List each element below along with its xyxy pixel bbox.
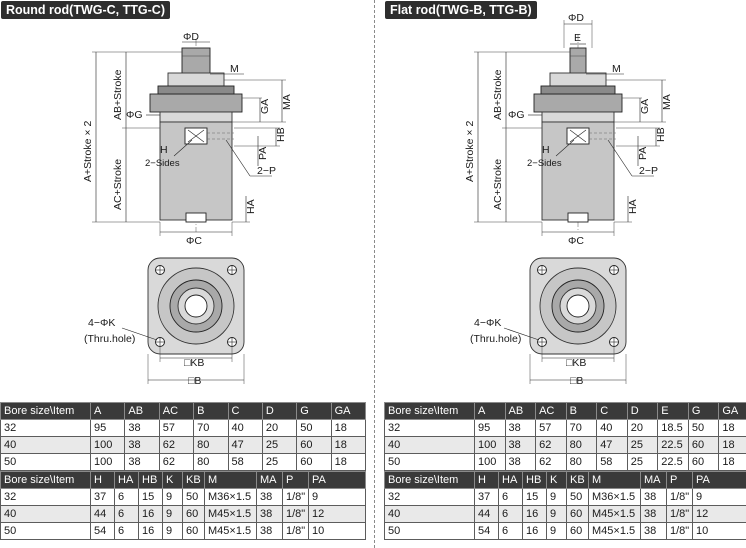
flat-rod-panel: Flat rod(TWG-B, TTG-B) — [384, 0, 746, 548]
label-ac-stroke: AC+Stroke — [492, 159, 504, 210]
table-row: 40 100 38 62 80 47 25 60 18 — [0, 436, 367, 454]
dimension-table-1: Bore size\Item A AB AC B C D G GA 32 95 … — [0, 402, 367, 471]
label-hb: HB — [655, 127, 667, 142]
label-phi-c: ΦC — [186, 235, 202, 247]
mount-flange — [149, 93, 243, 113]
dimension-table-2: Bore size\Item H HA HB K KB M MA P PA 32… — [0, 471, 366, 540]
label-two-p: 2−P — [257, 165, 276, 177]
head-cap — [541, 111, 615, 123]
rod-end-view — [184, 294, 208, 318]
label-phi-d: ΦD — [568, 12, 584, 24]
label-e: E — [574, 32, 581, 44]
lock-nut — [167, 72, 225, 87]
table-row: 50 100 38 62 80 58 25 22.5 60 18 — [384, 453, 746, 471]
mount-flange — [533, 93, 623, 113]
table-row: 32 37 6 15 9 50 M36×1.5 38 1/8" 9 — [0, 488, 366, 506]
label-two-p: 2−P — [639, 165, 658, 177]
label-ga: GA — [259, 99, 271, 114]
table-header-row: Bore size\Item H HA HB K KB M MA P PA — [0, 471, 366, 489]
table-row: 50 54 6 16 9 60 M45×1.5 38 1/8" 10 — [0, 522, 366, 540]
label-kb: □KB — [566, 357, 586, 369]
label-pa: PA — [257, 147, 269, 160]
table-row: 50 100 38 62 80 58 25 60 18 — [0, 453, 367, 471]
label-phi-g: ΦG — [126, 109, 143, 121]
label-b: □B — [570, 375, 583, 387]
table-row: 32 37 6 15 9 50 M36×1.5 38 1/8" 9 — [384, 488, 746, 506]
dimension-table-2: Bore size\Item H HA HB K KB M MA P PA 32… — [384, 471, 746, 540]
table-row: 40 44 6 16 9 60 M45×1.5 38 1/8" 12 — [0, 505, 366, 523]
mount-hole-icons — [155, 265, 237, 347]
label-ha: HA — [627, 199, 639, 214]
label-b: □B — [188, 375, 201, 387]
flange-collar — [540, 85, 616, 95]
label-ab-stroke: AB+Stroke — [112, 69, 124, 120]
label-a-stroke: A+Stroke × 2 — [82, 121, 94, 182]
label-m: M — [230, 63, 239, 75]
round-rod-drawing: ΦD M ΦG GA MA HB PA H 2−Sides 2−P HA ΦC … — [82, 31, 293, 387]
dimension-table-1: Bore size\Item A AB AC B C D E G GA 32 9… — [384, 402, 746, 471]
label-ha: HA — [245, 199, 257, 214]
label-hb: HB — [275, 127, 287, 142]
flange-collar — [157, 85, 235, 95]
head-cap — [159, 111, 233, 123]
round-rod-panel: Round rod(TWG-C, TTG-C) — [0, 0, 367, 548]
label-h: H — [160, 144, 168, 156]
table-row: 32 95 38 57 70 40 20 18.5 50 18 — [384, 419, 746, 437]
label-a-stroke: A+Stroke × 2 — [464, 121, 476, 182]
flat-rod-tables: Bore size\Item A AB AC B C D E G GA 32 9… — [384, 402, 746, 540]
label-ma: MA — [661, 94, 673, 110]
label-thru-hole: (Thru.hole) — [470, 333, 521, 345]
label-two-sides: 2−Sides — [145, 158, 180, 169]
bottom-port — [567, 212, 589, 223]
table-row: 40 100 38 62 80 47 25 22.5 60 18 — [384, 436, 746, 454]
round-rod-tables: Bore size\Item A AB AC B C D G GA 32 95 … — [0, 402, 367, 540]
label-four-k: 4−ΦK — [474, 317, 501, 329]
label-kb: □KB — [184, 357, 204, 369]
table-header-row: Bore size\Item A AB AC B C D G GA — [0, 402, 367, 420]
panel-title: Round rod(TWG-C, TTG-C) — [1, 1, 170, 19]
table-header-row: Bore size\Item A AB AC B C D E G GA — [384, 402, 746, 420]
table-header-row: Bore size\Item H HA HB K KB M MA P PA — [384, 471, 746, 489]
label-pa: PA — [637, 147, 649, 160]
label-phi-d: ΦD — [183, 31, 199, 43]
label-ab-stroke: AB+Stroke — [492, 69, 504, 120]
label-ga: GA — [639, 99, 651, 114]
table-row: 40 44 6 16 9 60 M45×1.5 38 1/8" 12 — [384, 505, 746, 523]
label-phi-g: ΦG — [508, 109, 525, 121]
label-ma: MA — [281, 94, 293, 110]
flat-rod-drawing: ΦD E M ΦG GA MA HB PA H 2−Sides 2−P HA Φ… — [464, 12, 673, 387]
table-row: 32 95 38 57 70 40 20 50 18 — [0, 419, 367, 437]
rod-end-view — [566, 294, 590, 318]
label-phi-c: ΦC — [568, 235, 584, 247]
panel-divider — [374, 0, 375, 548]
label-m: M — [612, 63, 621, 75]
label-four-k: 4−ΦK — [88, 317, 115, 329]
label-h: H — [542, 144, 550, 156]
label-ac-stroke: AC+Stroke — [112, 159, 124, 210]
bottom-port — [185, 212, 207, 223]
panel-title: Flat rod(TWG-B, TTG-B) — [385, 1, 537, 19]
label-two-sides: 2−Sides — [527, 158, 562, 169]
lock-nut — [549, 72, 607, 87]
label-thru-hole: (Thru.hole) — [84, 333, 135, 345]
table-row: 50 54 6 16 9 60 M45×1.5 38 1/8" 10 — [384, 522, 746, 540]
